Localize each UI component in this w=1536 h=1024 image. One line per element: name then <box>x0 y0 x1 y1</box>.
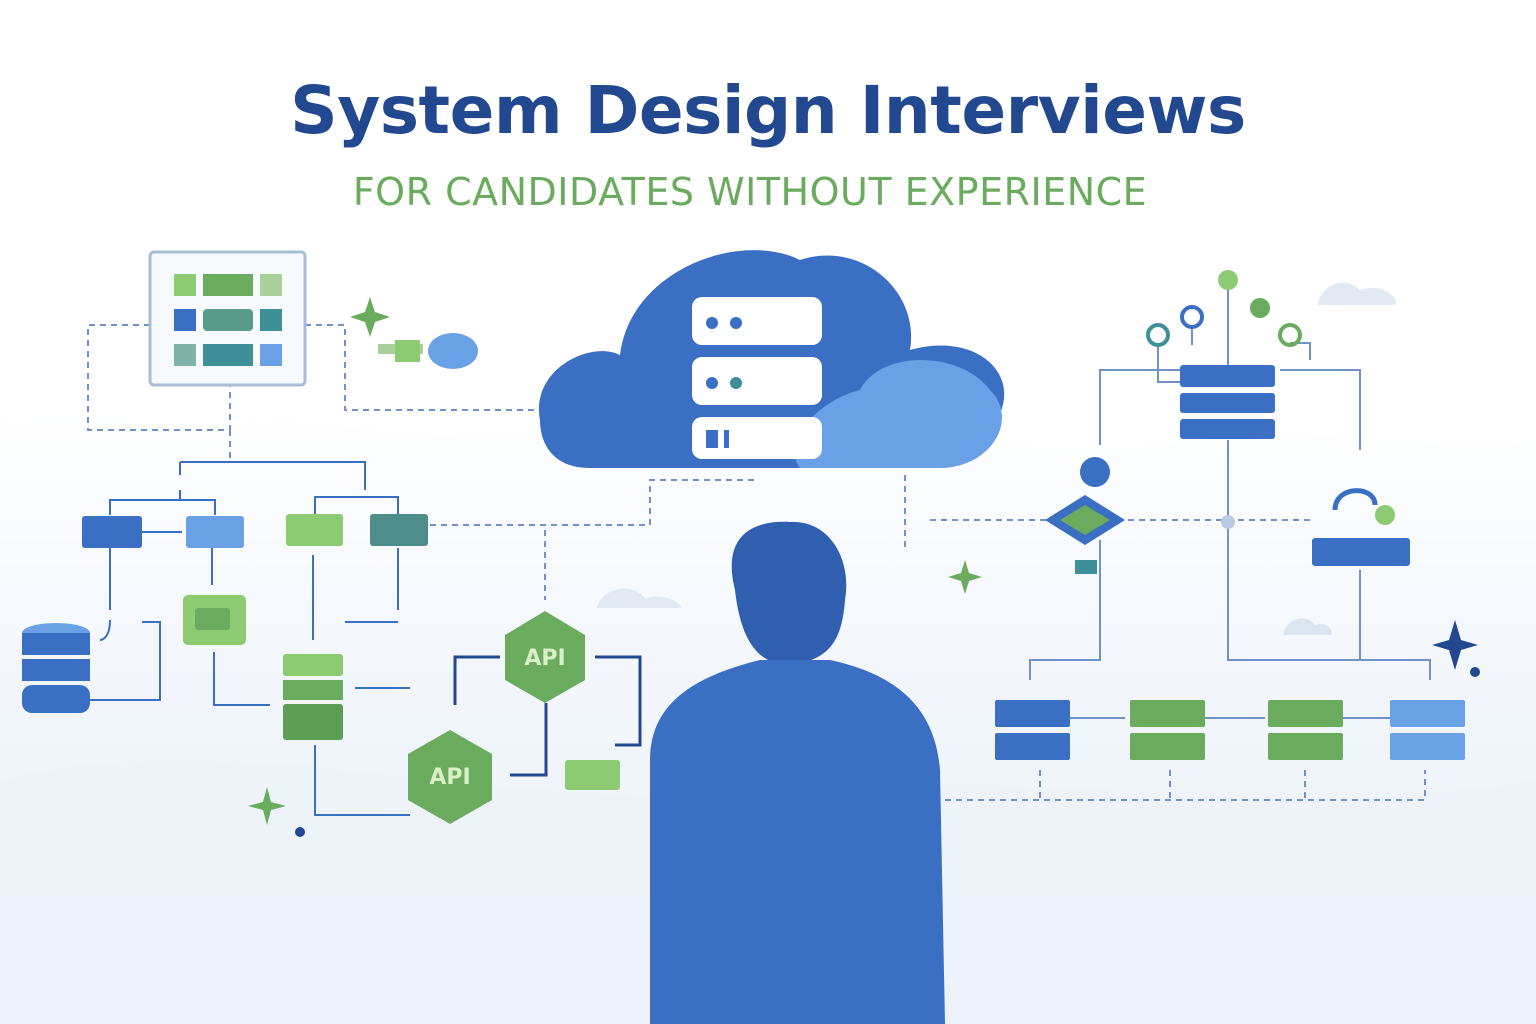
page-title: System Design Interviews <box>290 72 1246 149</box>
server-rack-icon <box>1180 365 1275 439</box>
dashboard-panel-icon <box>148 250 307 387</box>
database-icon <box>22 623 90 713</box>
api-hexagon-top: API <box>505 611 585 703</box>
node-box <box>286 514 343 546</box>
page-subtitle: FOR CANDIDATES WITHOUT EXPERIENCE <box>352 170 1148 214</box>
node-box <box>186 516 244 548</box>
server-stack-icon <box>283 654 343 740</box>
sparkle-icon <box>1432 620 1478 670</box>
server-node-1 <box>995 700 1070 760</box>
chat-node-icon <box>183 595 246 645</box>
message-bubble-icon <box>565 760 620 790</box>
sparkle-icon <box>350 297 390 337</box>
server-node-4 <box>1390 700 1465 760</box>
svg-text:API: API <box>429 765 470 790</box>
cloud-server-icon <box>538 250 1005 468</box>
node-box <box>370 514 428 546</box>
router-icon <box>1312 488 1410 566</box>
load-balancer-icon <box>1045 495 1125 574</box>
person-silhouette <box>650 521 945 1024</box>
api-hexagon-bottom: API <box>408 730 492 824</box>
svg-text:API: API <box>524 646 565 671</box>
server-node-3 <box>1268 700 1343 760</box>
node-box <box>82 516 142 548</box>
server-node-2 <box>1130 700 1205 760</box>
